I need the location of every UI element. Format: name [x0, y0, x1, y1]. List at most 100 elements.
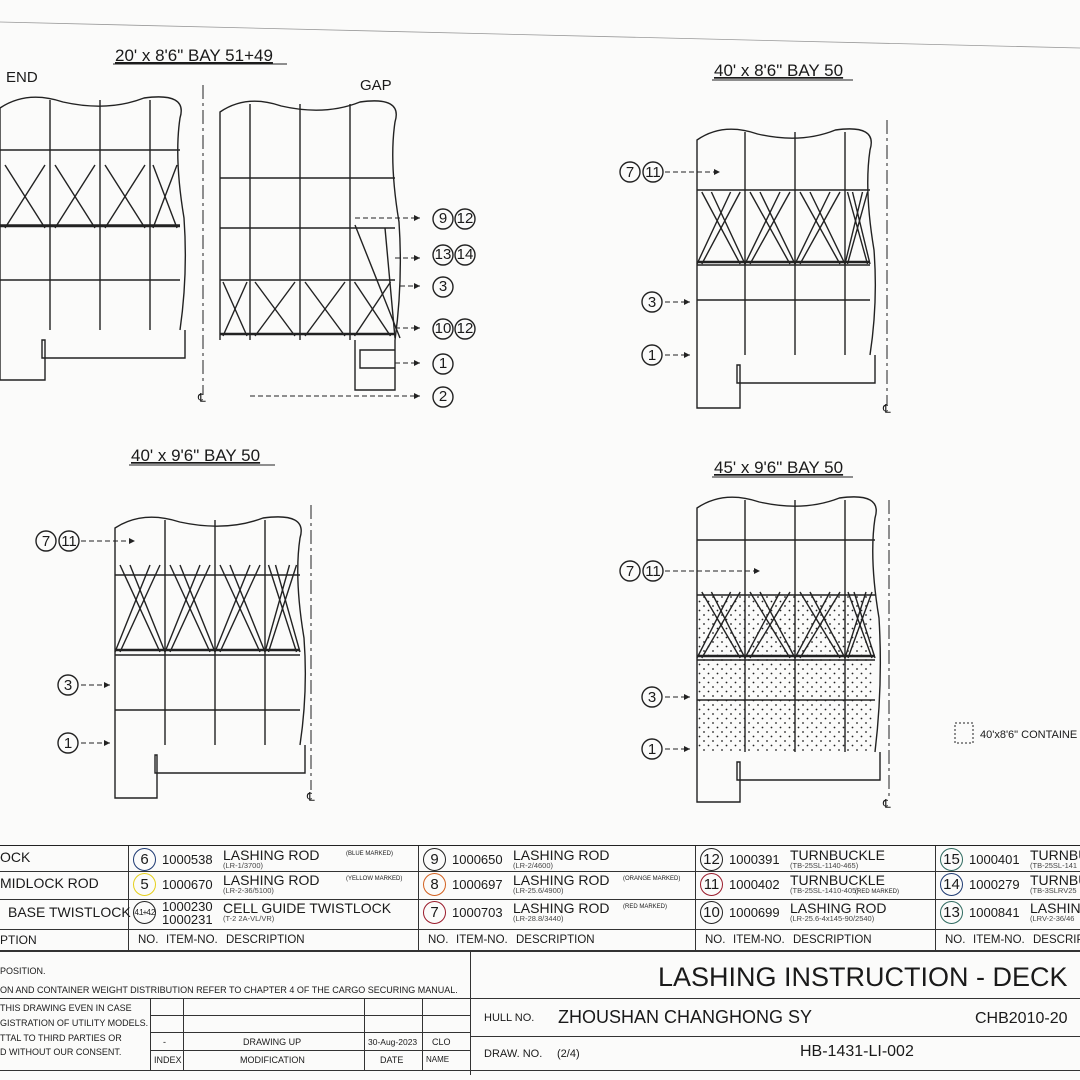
lashing-rod	[164, 564, 201, 653]
item-number: 1000841	[969, 905, 1020, 920]
lashing-rod	[274, 564, 301, 653]
end-label: END	[6, 69, 38, 86]
container-stack-outline	[696, 128, 877, 356]
arrow-head	[414, 283, 420, 289]
lashing-rod	[846, 191, 869, 265]
lashing-rod	[353, 281, 392, 337]
callout-circle	[619, 161, 641, 183]
callout-11: 11	[645, 563, 661, 580]
callout-7: 7	[42, 533, 50, 550]
lashing-rod	[851, 191, 871, 265]
callout-1: 1	[648, 741, 656, 758]
color-mark-note: (RED MARKED)	[855, 889, 900, 895]
part-number-badge: 11	[700, 873, 723, 896]
part-spec: (LR-2/4600)	[513, 861, 554, 870]
part-description-text: LASHING ROD	[790, 900, 887, 916]
part-description-text: LASHING ROD	[223, 872, 320, 888]
divider	[470, 1036, 1080, 1037]
divider	[0, 899, 1080, 900]
part-description: TURNBU(TB-3SLRV25	[1030, 873, 1080, 895]
divider	[935, 846, 936, 951]
part-description-text: LASHING ROD	[513, 900, 610, 916]
arrow-head	[104, 682, 110, 688]
callout-circle	[454, 318, 476, 340]
part-number-badge: 7	[423, 901, 446, 924]
callout-1: 1	[439, 355, 447, 372]
callout-3: 3	[439, 278, 447, 295]
header-name: NAME	[426, 1055, 450, 1064]
view-title-40-96: 40' x 9'6" BAY 50	[131, 446, 260, 465]
divider	[0, 871, 1080, 872]
arrow-head	[684, 299, 690, 305]
arrow-head	[684, 352, 690, 358]
divider	[128, 846, 129, 951]
arrow-head	[414, 215, 420, 221]
part-number-badge: 4.1+4.2	[133, 901, 156, 924]
lashing-rod	[114, 564, 151, 653]
lashing-rod	[696, 191, 732, 265]
centerline-symbol: ℄	[306, 790, 315, 804]
part-description: TURNBU(TB-25SL-141	[1030, 848, 1080, 870]
divider	[0, 929, 1080, 930]
part-spec: (LR-25.6-4x145-90/2540)	[790, 914, 875, 923]
callout-circle	[642, 560, 664, 582]
copyright-line: TTAL TO THIRD PARTIES OR	[0, 1033, 122, 1043]
callout-3: 3	[64, 677, 72, 694]
part-description: TURNBUCKLE(TB-25SL-1140-465)	[790, 848, 885, 870]
divider	[150, 1032, 470, 1033]
item-number: 1000650	[452, 852, 503, 867]
lashing-rod	[179, 564, 216, 653]
lashing-rod	[169, 564, 211, 653]
view-title-40-86: 40' x 8'6" BAY 50	[714, 61, 843, 80]
lashing-rod	[222, 281, 248, 337]
color-mark-note: (YELLOW MARKED)	[346, 876, 403, 882]
divider	[0, 1070, 1080, 1071]
part-number-badge: 5	[133, 873, 156, 896]
callout-11: 11	[645, 164, 661, 181]
callout-circle	[57, 732, 79, 754]
part-spec: (TB-3SLRV25	[1030, 886, 1077, 895]
part-description: LASHING ROD(LR-2/4600)	[513, 848, 609, 870]
centerline-symbol: ℄	[882, 402, 891, 416]
lashing-rod	[744, 191, 781, 265]
part-description: LASHING ROD(LR-25.6-4x145-90/2540)	[790, 900, 887, 923]
part-description: CELL GUIDE TWISTLOCK(T-2 2A-VL/VR)	[223, 901, 391, 923]
color-mark-note: (RED MARKED)	[623, 904, 668, 910]
arrow-head	[754, 568, 760, 574]
deck-foundation	[354, 340, 396, 391]
arrow-head	[684, 746, 690, 752]
arrow-head	[414, 360, 420, 366]
header-description: PTION	[0, 933, 37, 947]
callout-circle	[641, 686, 663, 708]
header-description: DESCRIPTION	[226, 934, 305, 946]
item-number: 1000703	[452, 905, 503, 920]
part-number-badge: 13	[940, 901, 963, 924]
deck-foundation	[114, 745, 306, 799]
header-no: NO.	[428, 934, 449, 946]
part-spec: (LR-28.8/3440)	[513, 914, 564, 923]
part-desc: BASE TWISTLOCK	[8, 904, 131, 920]
lashing-rod	[696, 591, 732, 659]
part-number-badge: 15	[940, 848, 963, 871]
lashing-rod	[119, 564, 161, 653]
centerline-symbol: ℄	[197, 391, 206, 405]
header-index: INDEX	[154, 1055, 182, 1065]
part-desc: MIDLOCK ROD	[0, 875, 99, 891]
header-description: DESCRIPTION	[516, 934, 595, 946]
header-item-no: ITEM-NO.	[973, 934, 1025, 946]
lashing-rod	[4, 164, 46, 229]
arrow-head	[684, 694, 690, 700]
item-number: 1000538	[162, 852, 213, 867]
lashing-rod	[267, 564, 298, 653]
view-title-45-96: 45' x 9'6" BAY 50	[714, 458, 843, 477]
part-spec: (LR-2-36/5100)	[223, 886, 274, 895]
item-number: 1000231	[162, 912, 213, 927]
part-spec: (TB-25SL-1140-465)	[790, 861, 859, 870]
hull-code: CHB2010-20	[975, 1010, 1068, 1027]
callout-circle	[35, 530, 57, 552]
callout-circle	[432, 208, 454, 230]
part-description-text: LASHING ROD	[513, 872, 610, 888]
part-number-badge: 8	[423, 873, 446, 896]
arrow-head	[414, 393, 420, 399]
